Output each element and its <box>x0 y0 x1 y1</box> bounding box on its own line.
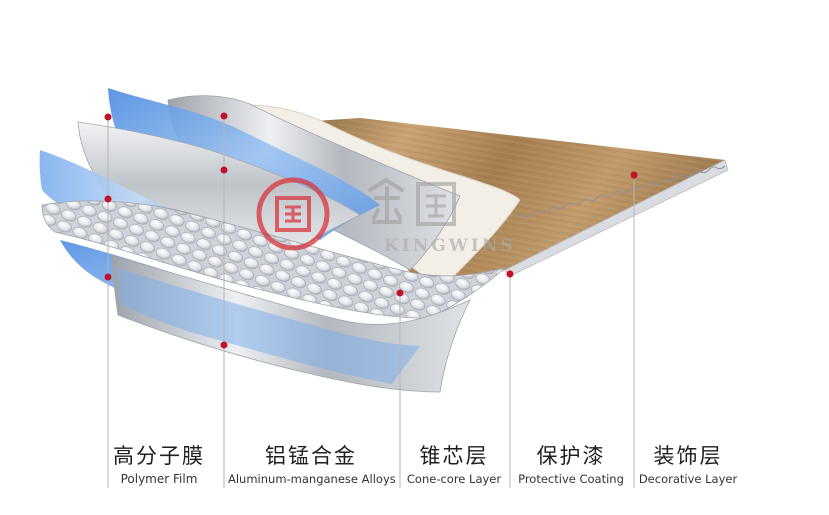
watermark-seal <box>256 177 330 251</box>
cone-core-layer <box>41 200 506 319</box>
marker-protective <box>506 270 514 278</box>
aluminum-lower-blue-face <box>118 268 420 384</box>
marker-dots <box>104 112 638 349</box>
label-protective-coating-en: Protective Coating <box>518 472 624 486</box>
marker-alloy-lower <box>220 341 228 349</box>
label-polymer-film-en: Polymer Film <box>120 472 198 486</box>
label-protective-coating-zh: 保护漆 <box>536 444 606 468</box>
label-cone-core: 锥芯层 Cone-core Layer <box>402 442 506 488</box>
label-aluminum-alloy-en: Aluminum-manganese Alloys <box>228 472 396 486</box>
marker-decorative <box>630 171 638 179</box>
marker-alloy-upper <box>220 112 228 120</box>
label-polymer-film-zh: 高分子膜 <box>113 444 205 468</box>
marker-polymer-lower <box>104 273 112 281</box>
marker-polymer-upper <box>104 113 112 121</box>
label-protective-coating: 保护漆 Protective Coating <box>512 442 630 488</box>
marker-cone-core <box>396 289 404 297</box>
board-edge-corrugation <box>516 165 726 219</box>
label-decorative-layer-en: Decorative Layer <box>638 472 738 486</box>
label-cone-core-en: Cone-core Layer <box>406 472 502 486</box>
label-aluminum-alloy-zh: 铝锰合金 <box>265 444 357 468</box>
label-polymer-film: 高分子膜 Polymer Film <box>104 442 214 488</box>
marker-alloy-mid <box>220 166 228 174</box>
watermark-logo-glyphs <box>368 177 456 226</box>
marker-polymer-mid <box>104 195 112 203</box>
leader-lines <box>107 116 635 488</box>
label-decorative-layer-zh: 装饰层 <box>653 444 723 468</box>
label-cone-core-zh: 锥芯层 <box>419 444 489 468</box>
watermark-brand-text: KINGWINS <box>384 236 516 256</box>
label-aluminum-alloy: 铝锰合金 Aluminum-manganese Alloys <box>228 442 396 488</box>
label-decorative-layer: 装饰层 Decorative Layer <box>636 442 740 488</box>
